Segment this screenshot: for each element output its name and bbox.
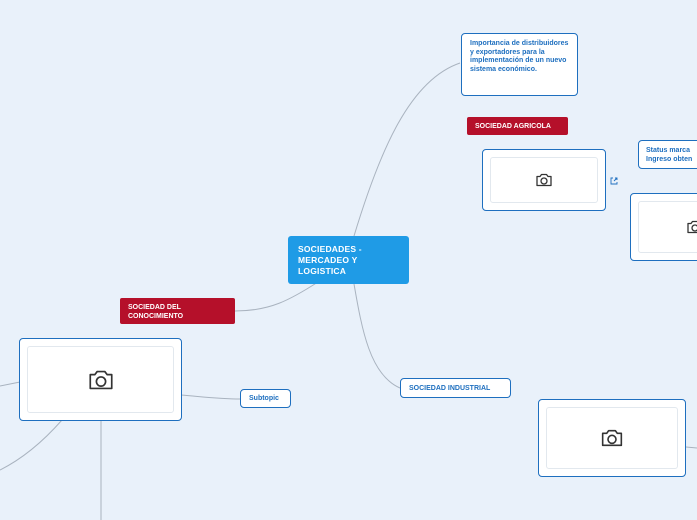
connector-image-bottom-left [0,419,63,471]
topic-subtopic[interactable]: Subtopic [240,389,291,408]
topic-sociedad-agricola-label: SOCIEDAD AGRICOLA [475,123,551,130]
central-topic[interactable]: SOCIEDADES - MERCADEO Y LOGISTICA [288,236,409,284]
connector-central-importancia [353,62,461,237]
connector-central-conocimiento [234,281,319,312]
image-placeholder [638,201,697,253]
topic-status-label: Status marca Ingreso obten [646,147,693,163]
topic-sociedad-conocimiento[interactable]: SOCIEDAD DEL CONOCIMIENTO [120,298,235,324]
image-placeholder [490,157,598,203]
image-placeholder [546,407,678,469]
connector-image-right [685,446,697,449]
image-placeholder [27,346,174,413]
topic-sociedad-industrial[interactable]: SOCIEDAD INDUSTRIAL [400,378,511,398]
topic-sociedad-agricola[interactable]: SOCIEDAD AGRICOLA [467,117,568,135]
image-node-industrial[interactable] [538,399,686,477]
image-node-status[interactable] [630,193,697,261]
connector-image-left [0,381,21,387]
camera-icon [687,220,697,234]
central-topic-label: SOCIEDADES - MERCADEO Y LOGISTICA [298,244,362,276]
external-link-icon[interactable] [610,177,618,185]
camera-icon [88,370,113,389]
image-node-agricola[interactable] [482,149,606,211]
topic-sociedad-industrial-label: SOCIEDAD INDUSTRIAL [409,385,491,392]
camera-icon [601,429,623,447]
camera-icon [536,173,552,187]
topic-status[interactable]: Status marca Ingreso obten [638,140,697,169]
topic-subtopic-label: Subtopic [249,395,279,402]
topic-importancia-label: Importancia de distribuidores y exportad… [470,40,569,73]
topic-importancia[interactable]: Importancia de distribuidores y exportad… [461,33,578,96]
connector-central-industrial [353,283,401,389]
topic-sociedad-conocimiento-label: SOCIEDAD DEL CONOCIMIENTO [128,304,184,320]
image-node-conocimiento[interactable] [19,338,182,421]
connector-image-subtopic [180,394,241,400]
